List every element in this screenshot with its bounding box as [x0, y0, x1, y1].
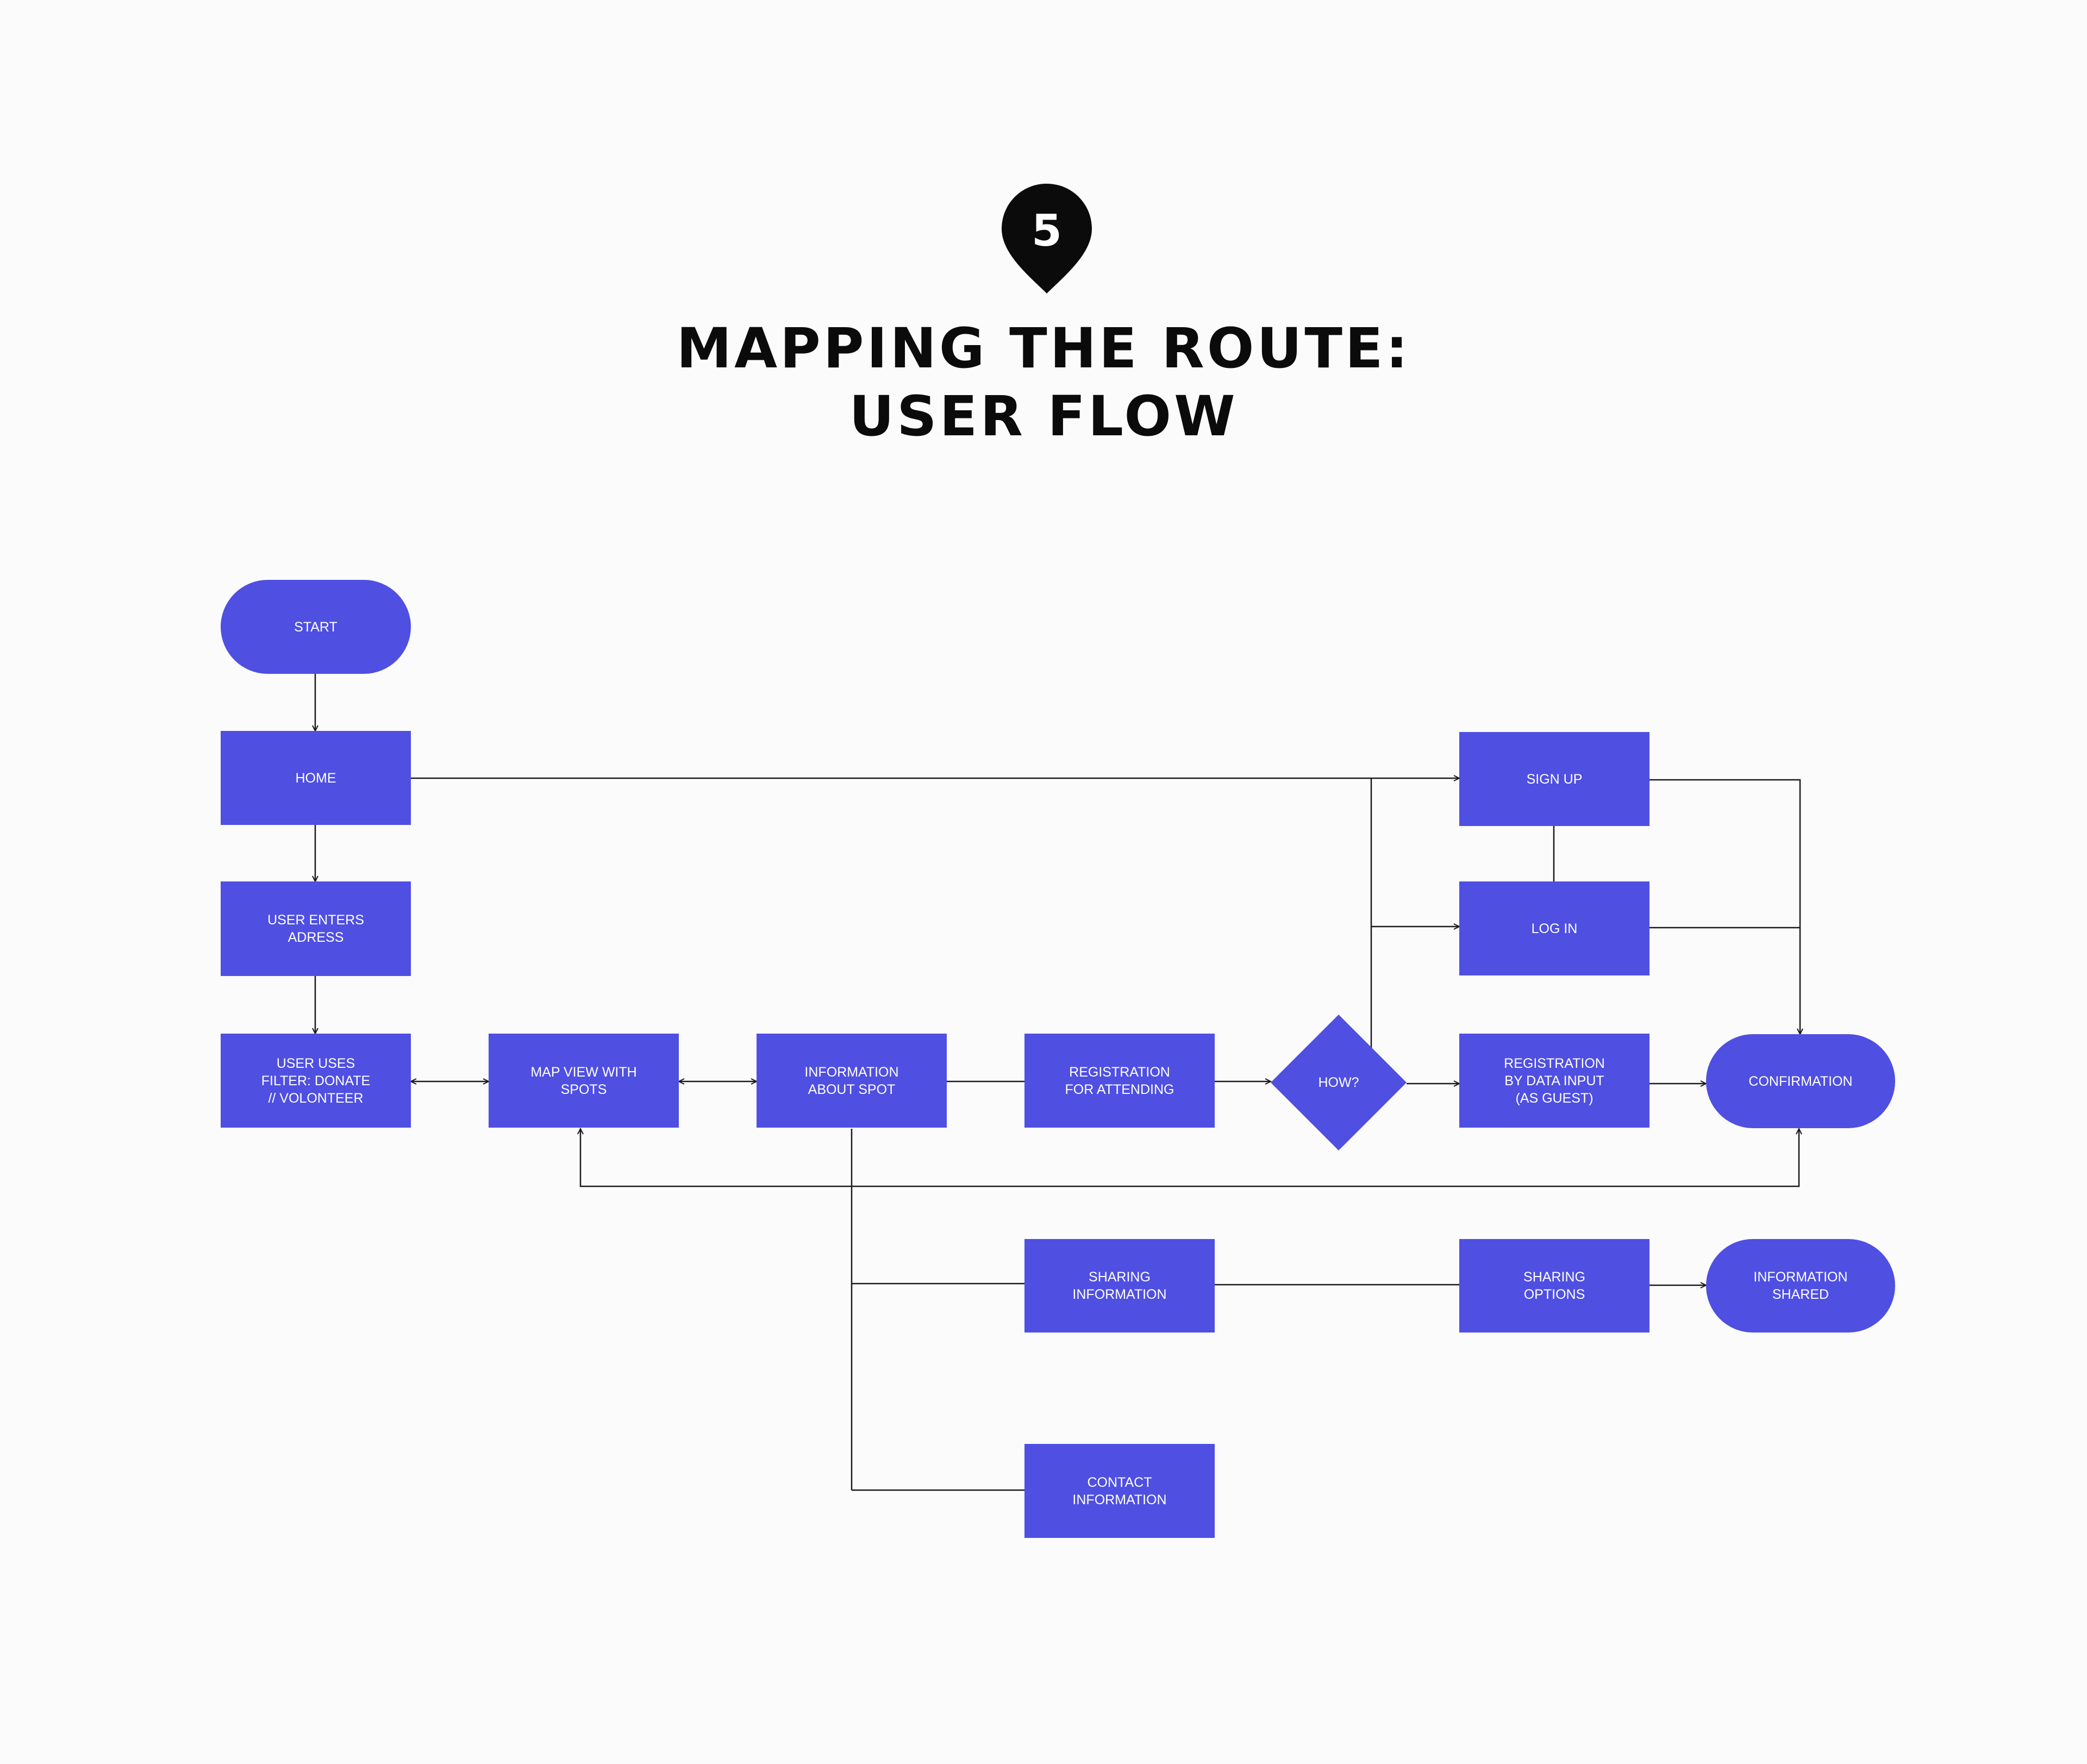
node-user-enters-address[interactable]: USER ENTERS ADRESS: [221, 881, 411, 976]
node-registration-for-attending[interactable]: REGISTRATION FOR ATTENDING: [1024, 1034, 1215, 1128]
step-number: 5: [1032, 205, 1062, 256]
node-sharing-options[interactable]: SHARING OPTIONS: [1459, 1239, 1649, 1333]
edge-signup-confirmation: [1649, 779, 1800, 1034]
node-confirmation[interactable]: CONFIRMATION: [1706, 1034, 1895, 1128]
node-user-uses-filter[interactable]: USER USES FILTER: DONATE // VOLONTEER: [221, 1034, 411, 1128]
node-start[interactable]: START: [221, 580, 411, 674]
node-sharing-information[interactable]: SHARING INFORMATION: [1024, 1239, 1215, 1333]
node-sign-up[interactable]: SIGN UP: [1459, 732, 1649, 826]
page-title-line-1: MAPPING THE ROUTE:: [676, 316, 1411, 381]
page-title-line-2: USER FLOW: [849, 384, 1238, 449]
node-information-shared[interactable]: INFORMATION SHARED: [1706, 1239, 1895, 1333]
node-how[interactable]: HOW?: [1318, 1074, 1359, 1090]
node-home[interactable]: HOME: [221, 731, 411, 825]
node-information-about-spot[interactable]: INFORMATION ABOUT SPOT: [757, 1034, 947, 1128]
node-log-in[interactable]: LOG IN: [1459, 881, 1649, 975]
node-map-view[interactable]: MAP VIEW WITH SPOTS: [489, 1034, 679, 1128]
decision-diamond: [1271, 1015, 1407, 1150]
edge-confirmation-map-loop: [580, 1129, 1799, 1187]
node-contact-information[interactable]: CONTACT INFORMATION: [1024, 1444, 1215, 1538]
location-pin-icon: [1002, 184, 1092, 293]
node-registration-guest[interactable]: REGISTRATION BY DATA INPUT (AS GUEST): [1459, 1034, 1649, 1128]
